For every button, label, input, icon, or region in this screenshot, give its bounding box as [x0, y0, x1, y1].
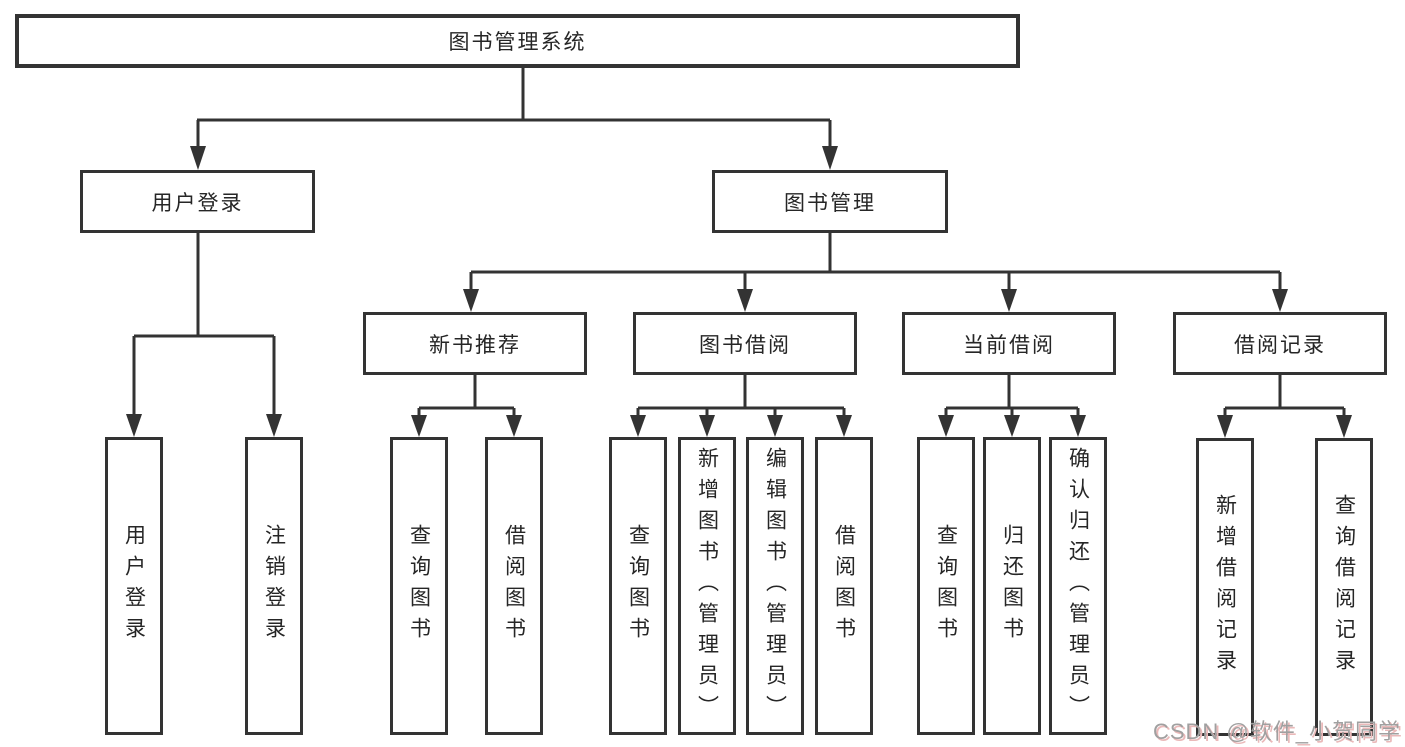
arrowhead — [1001, 289, 1017, 312]
arrowhead — [699, 415, 715, 437]
node-borrow-records-label: 借阅记录 — [1234, 333, 1326, 357]
leaf-confirm-return-admin: 确认归还（管理员） — [1049, 437, 1107, 735]
arrowhead — [190, 146, 206, 170]
leaf-logout-label: 注销登录 — [262, 524, 286, 648]
leaf-borrow-book-recommend: 借阅图书 — [485, 437, 543, 735]
leaf-query-book-current: 查询图书 — [917, 437, 975, 735]
node-new-book-recommend-label: 新书推荐 — [429, 333, 521, 357]
arrowhead — [463, 289, 479, 312]
leaf-edit-book-admin-label: 编辑图书（管理员） — [763, 446, 787, 726]
connector-records — [1223, 375, 1346, 418]
arrowhead — [822, 146, 838, 170]
leaf-borrow-book-recommend-label: 借阅图书 — [502, 524, 526, 648]
node-book-borrow: 图书借阅 — [633, 312, 857, 375]
leaf-edit-book-admin: 编辑图书（管理员） — [746, 437, 804, 735]
connector-root — [196, 68, 832, 148]
node-borrow-records: 借阅记录 — [1173, 312, 1387, 375]
leaf-query-book-current-label: 查询图书 — [934, 524, 958, 648]
arrowhead — [1070, 415, 1086, 437]
node-root: 图书管理系统 — [15, 14, 1020, 68]
leaf-query-book-recommend: 查询图书 — [390, 437, 448, 735]
leaf-borrow-book-label: 借阅图书 — [832, 524, 856, 648]
arrowhead — [266, 414, 282, 437]
connector-login — [132, 233, 276, 416]
node-new-book-recommend: 新书推荐 — [363, 312, 587, 375]
leaf-query-book-borrow: 查询图书 — [609, 437, 667, 735]
arrowhead — [1272, 289, 1288, 312]
leaf-add-book-admin-label: 新增图书（管理员） — [695, 446, 719, 726]
node-book-management: 图书管理 — [712, 170, 948, 233]
arrowhead — [1004, 415, 1020, 437]
arrowhead — [630, 415, 646, 437]
arrowhead — [411, 415, 427, 437]
leaf-add-borrow-record: 新增借阅记录 — [1196, 438, 1254, 736]
connector-borrow — [636, 375, 846, 418]
arrowhead — [767, 415, 783, 437]
node-user-login: 用户登录 — [80, 170, 315, 233]
leaf-add-book-admin: 新增图书（管理员） — [678, 437, 736, 735]
node-current-borrow: 当前借阅 — [902, 312, 1116, 375]
arrowheads — [126, 146, 1352, 438]
leaf-query-book-borrow-label: 查询图书 — [626, 524, 650, 648]
csdn-watermark: CSDN @软件_小贺同学 — [1152, 719, 1401, 744]
node-book-management-label: 图书管理 — [784, 191, 876, 215]
leaf-logout: 注销登录 — [245, 437, 303, 735]
connector-recommend — [417, 375, 516, 418]
node-book-borrow-label: 图书借阅 — [699, 333, 791, 357]
leaf-add-borrow-record-label: 新增借阅记录 — [1213, 494, 1237, 680]
leaf-query-book-recommend-label: 查询图书 — [407, 524, 431, 648]
arrowhead — [1336, 415, 1352, 438]
connector-lines — [132, 68, 1346, 418]
leaf-borrow-book: 借阅图书 — [815, 437, 873, 735]
leaf-user-login: 用户登录 — [105, 437, 163, 735]
arrowhead — [126, 414, 142, 437]
node-current-borrow-label: 当前借阅 — [963, 333, 1055, 357]
node-root-label: 图书管理系统 — [448, 31, 587, 54]
leaf-query-borrow-record: 查询借阅记录 — [1315, 438, 1373, 736]
arrowhead — [506, 415, 522, 437]
leaf-query-borrow-record-label: 查询借阅记录 — [1332, 494, 1356, 680]
arrowhead — [737, 289, 753, 312]
node-user-login-label: 用户登录 — [151, 191, 244, 215]
connector-mgmt — [469, 233, 1282, 291]
arrowhead — [1217, 415, 1233, 438]
arrowhead — [836, 415, 852, 437]
connector-current — [944, 375, 1080, 418]
leaf-confirm-return-admin-label: 确认归还（管理员） — [1066, 446, 1090, 726]
arrowhead — [938, 415, 954, 437]
leaf-return-book: 归还图书 — [983, 437, 1041, 735]
leaf-user-login-label: 用户登录 — [122, 524, 146, 648]
leaf-return-book-label: 归还图书 — [1000, 524, 1024, 648]
